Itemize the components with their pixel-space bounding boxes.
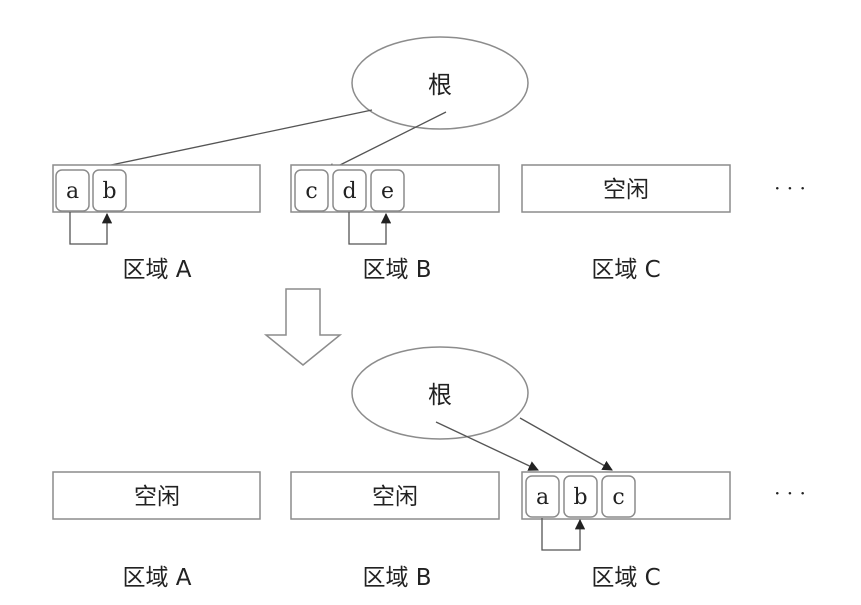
root-to-c-pointer-top (325, 111, 447, 173)
region-c-top: 空闲 (521, 164, 731, 213)
object-e-label-top: e (381, 179, 394, 204)
free-label-c-top: 空闲 (603, 177, 649, 203)
ellipsis-top: · · · (774, 176, 806, 200)
root-to-a-pointer-bottom (435, 421, 539, 471)
object-a-bottom (525, 475, 560, 518)
object-a-top (55, 169, 90, 212)
object-d-label-top: d (342, 179, 356, 204)
transition-arrow-icon (263, 288, 343, 366)
region-a-label-top: 区域 A (122, 257, 191, 283)
root-label-top: 根 (428, 71, 452, 99)
object-b-bottom (563, 475, 598, 518)
free-label-b-bottom: 空闲 (372, 484, 418, 510)
root-label-bottom: 根 (428, 381, 452, 409)
after-state: 根 空闲 空闲 a b c · · · 区域 A 区域 B 区域 C (52, 346, 806, 591)
region-b-label-top: 区域 B (362, 257, 431, 283)
object-b-label-top: b (102, 179, 116, 204)
region-a-bottom: 空闲 (52, 471, 261, 520)
object-a-label-top: a (66, 179, 79, 204)
root-node-bottom: 根 (351, 346, 529, 440)
root-to-a-pointer-top (76, 109, 373, 176)
object-c-bottom (601, 475, 636, 518)
region-a-top: a b (52, 164, 261, 245)
d-to-e-pointer-top (348, 212, 392, 245)
region-b-bottom: 空闲 (290, 471, 500, 520)
free-label-a-bottom: 空闲 (134, 484, 180, 510)
a-to-b-pointer-bottom (541, 518, 586, 551)
ellipsis-bottom: · · · (774, 481, 806, 505)
a-to-b-pointer-top (69, 212, 113, 245)
object-c-label-top: c (305, 179, 317, 204)
root-node-top: 根 (351, 36, 529, 130)
region-c-label-top: 区域 C (591, 257, 660, 283)
object-c-label-bottom: c (612, 485, 624, 510)
region-c-label-bottom: 区域 C (591, 565, 660, 591)
object-b-label-bottom: b (573, 485, 587, 510)
object-e-top (370, 169, 405, 212)
object-b-top (92, 169, 127, 212)
object-a-label-bottom: a (536, 485, 549, 510)
region-b-label-bottom: 区域 B (362, 565, 431, 591)
region-b-top: c d e (290, 164, 500, 245)
object-c-top (294, 169, 329, 212)
root-to-c-pointer-bottom (519, 417, 613, 471)
before-state: 根 a b c d e 空闲 · · · (52, 36, 806, 283)
region-a-label-bottom: 区域 A (122, 565, 191, 591)
region-c-bottom: a b c (521, 471, 731, 551)
object-d-top (332, 169, 367, 212)
